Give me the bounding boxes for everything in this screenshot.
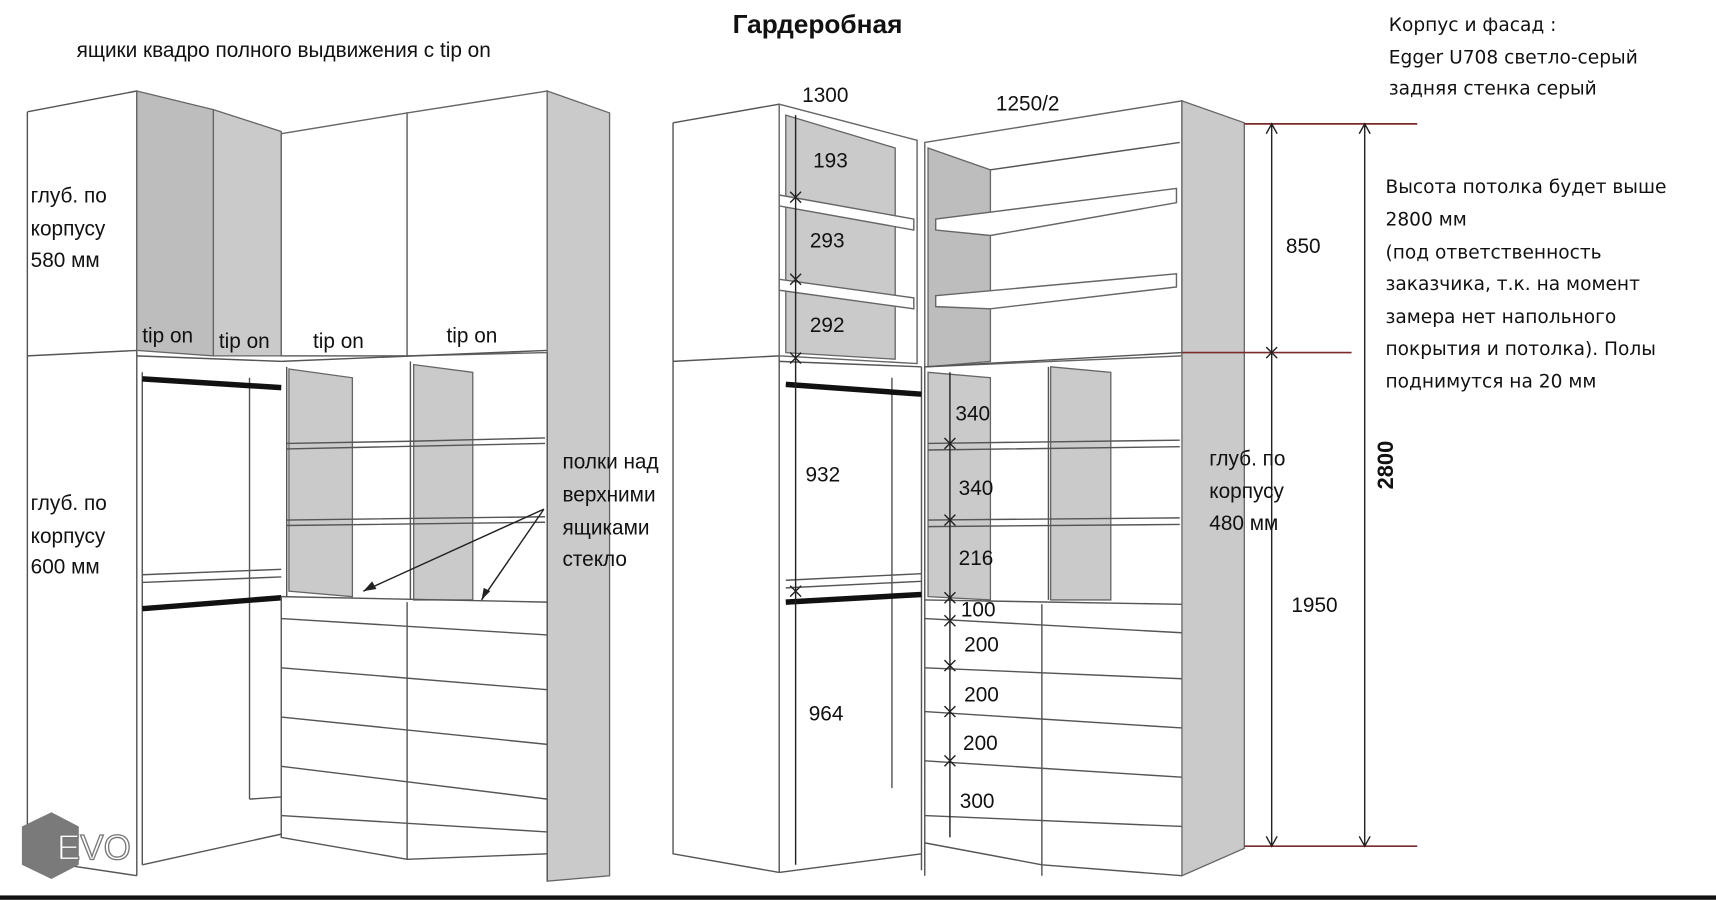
glass-note-line: верхними xyxy=(563,483,656,506)
right-unit-labels: 1300 1250/2 193 293 292 932 964 340 340 … xyxy=(802,84,1398,813)
depth-upper-line: корпусу xyxy=(31,218,106,241)
tip-on-label: tip on xyxy=(219,330,270,353)
inner-dimension-lines xyxy=(789,115,956,865)
dim-label: 216 xyxy=(959,547,994,570)
page-title: Гардеробная xyxy=(733,9,903,39)
height-total-label: 2800 xyxy=(1373,441,1398,490)
ceiling-line: покрытия и потолка). Полы xyxy=(1385,339,1656,360)
depth-lower-line: корпусу xyxy=(31,525,106,548)
dim-label: 100 xyxy=(961,598,996,621)
ceiling-line: поднимутся на 20 мм xyxy=(1385,372,1596,393)
overall-dimension-lines xyxy=(1181,122,1418,848)
depth-upper-line: 580 мм xyxy=(31,249,100,272)
tip-on-label: tip on xyxy=(313,330,364,353)
glass-note-line: стекло xyxy=(563,548,627,571)
glass-note-line: полки над xyxy=(563,451,659,474)
dim-label: 292 xyxy=(810,314,845,337)
dim-label: 200 xyxy=(963,732,998,755)
logo-text: EVO xyxy=(57,828,131,867)
depth-line: глуб. по xyxy=(1209,447,1285,470)
bottom-border xyxy=(0,895,1716,900)
dim-label: 200 xyxy=(964,684,999,707)
ceiling-line: (под ответственность xyxy=(1385,242,1601,263)
dim-label: 340 xyxy=(955,402,990,425)
tip-on-label: tip on xyxy=(447,325,498,348)
height-lower-label: 1950 xyxy=(1291,594,1337,617)
ceiling-line: Высота потолка будет выше xyxy=(1385,177,1666,198)
ceiling-note: Высота потолка будет выше 2800 мм (под о… xyxy=(1385,177,1666,393)
ceiling-line: замера нет напольного xyxy=(1385,307,1616,328)
material-line: задняя стенка серый xyxy=(1389,78,1597,99)
subtitle: ящики квадро полного выдвижения с tip on xyxy=(77,39,491,62)
right-unit-drawing xyxy=(672,99,1418,877)
ceiling-line: 2800 мм xyxy=(1385,210,1466,231)
material-line: Egger U708 светло-серый xyxy=(1389,48,1638,69)
logo-hexagon-icon xyxy=(21,812,79,879)
depth-line: корпусу xyxy=(1209,480,1284,503)
depth-line: 480 мм xyxy=(1209,512,1278,535)
dim-label: 293 xyxy=(810,230,845,253)
dim-label: 200 xyxy=(964,633,999,656)
depth-upper-line: глуб. по xyxy=(31,185,107,208)
width-left-label: 1300 xyxy=(802,84,848,107)
width-right-label: 1250/2 xyxy=(996,93,1060,116)
dim-label: 932 xyxy=(805,464,840,487)
dim-label: 340 xyxy=(959,477,994,500)
left-unit-labels: глуб. по корпусу 580 мм tip on tip on ti… xyxy=(31,185,659,579)
depth-lower-line: глуб. по xyxy=(31,492,107,515)
dim-label: 193 xyxy=(813,150,848,173)
height-upper-label: 850 xyxy=(1286,235,1321,258)
tip-on-label: tip on xyxy=(142,325,193,348)
evo-logo: EVO xyxy=(21,812,132,879)
depth-lower-line: 600 мм xyxy=(31,556,100,579)
glass-shelf-arrows xyxy=(363,508,545,601)
dim-label: 300 xyxy=(960,790,995,813)
material-line: Корпус и фасад : xyxy=(1389,15,1557,36)
ceiling-line: заказчика, т.к. на момент xyxy=(1385,274,1640,295)
material-note: Корпус и фасад : Egger U708 светло-серый… xyxy=(1389,15,1638,99)
glass-note-line: ящиками xyxy=(563,516,650,539)
left-unit-drawing xyxy=(26,90,611,882)
dim-label: 964 xyxy=(809,702,844,725)
